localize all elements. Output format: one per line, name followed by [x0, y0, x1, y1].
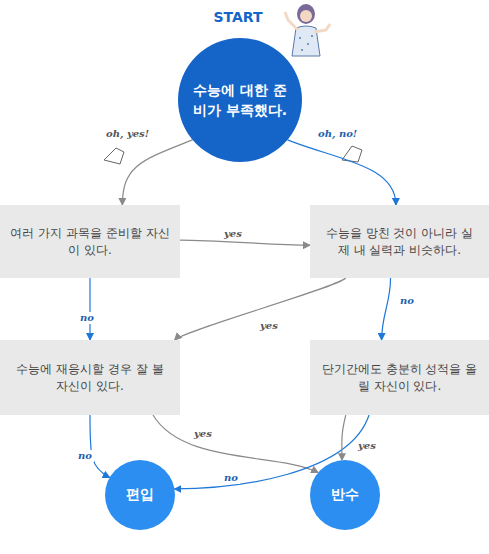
- edge-label: yes: [222, 228, 244, 240]
- node-text: 단기간에도 충분히 성적을 올릴 자신이 있다.: [320, 361, 479, 395]
- question-box: 수능을 망친 것이 아니라 실제 내 실력과 비슷하다.: [310, 205, 489, 278]
- start-circle: 수능에 대한 준비가 부족했다.: [178, 38, 302, 162]
- edge-label: no: [222, 472, 240, 484]
- edge-label: yes: [258, 320, 280, 332]
- question-box: 여러 가지 과목을 준비할 자신이 있다.: [0, 205, 180, 278]
- flow-arrow: [175, 278, 346, 340]
- start-label: START: [213, 9, 262, 25]
- question-box: 단기간에도 충분히 성적을 올릴 자신이 있다.: [310, 340, 489, 415]
- flow-arrow: [153, 415, 318, 473]
- flow-arrow: [122, 140, 192, 205]
- flow-arrow: [90, 415, 110, 478]
- edge-label: no: [78, 312, 96, 324]
- node-text: 여러 가지 과목을 준비할 자신이 있다.: [10, 225, 170, 259]
- edge-label: yes: [192, 428, 214, 440]
- question-box: 수능에 재응시할 경우 잘 볼 자신이 있다.: [0, 340, 180, 415]
- flow-arrow: [89, 278, 90, 340]
- flow-arrow: [287, 140, 395, 205]
- edge-label: oh, no!: [316, 128, 359, 140]
- person-illustration: [285, 4, 330, 56]
- result-circle: 편입: [105, 460, 175, 530]
- edge-label: yes: [356, 440, 378, 452]
- flow-arrow: [180, 240, 310, 245]
- result-circle: 반수: [310, 460, 380, 530]
- edge-label: no: [398, 295, 416, 307]
- node-text: 편입: [126, 486, 154, 504]
- node-text: 반수: [331, 486, 359, 504]
- edge-label: oh, yes!: [104, 128, 151, 140]
- flow-arrow: [382, 278, 391, 340]
- node-text: 수능에 재응시할 경우 잘 볼 자신이 있다.: [10, 361, 170, 395]
- node-text: 수능을 망친 것이 아니라 실제 내 실력과 비슷하다.: [320, 225, 479, 259]
- node-text: 수능에 대한 준비가 부족했다.: [192, 80, 288, 120]
- flow-arrow: [342, 415, 346, 460]
- edge-label: no: [76, 450, 94, 462]
